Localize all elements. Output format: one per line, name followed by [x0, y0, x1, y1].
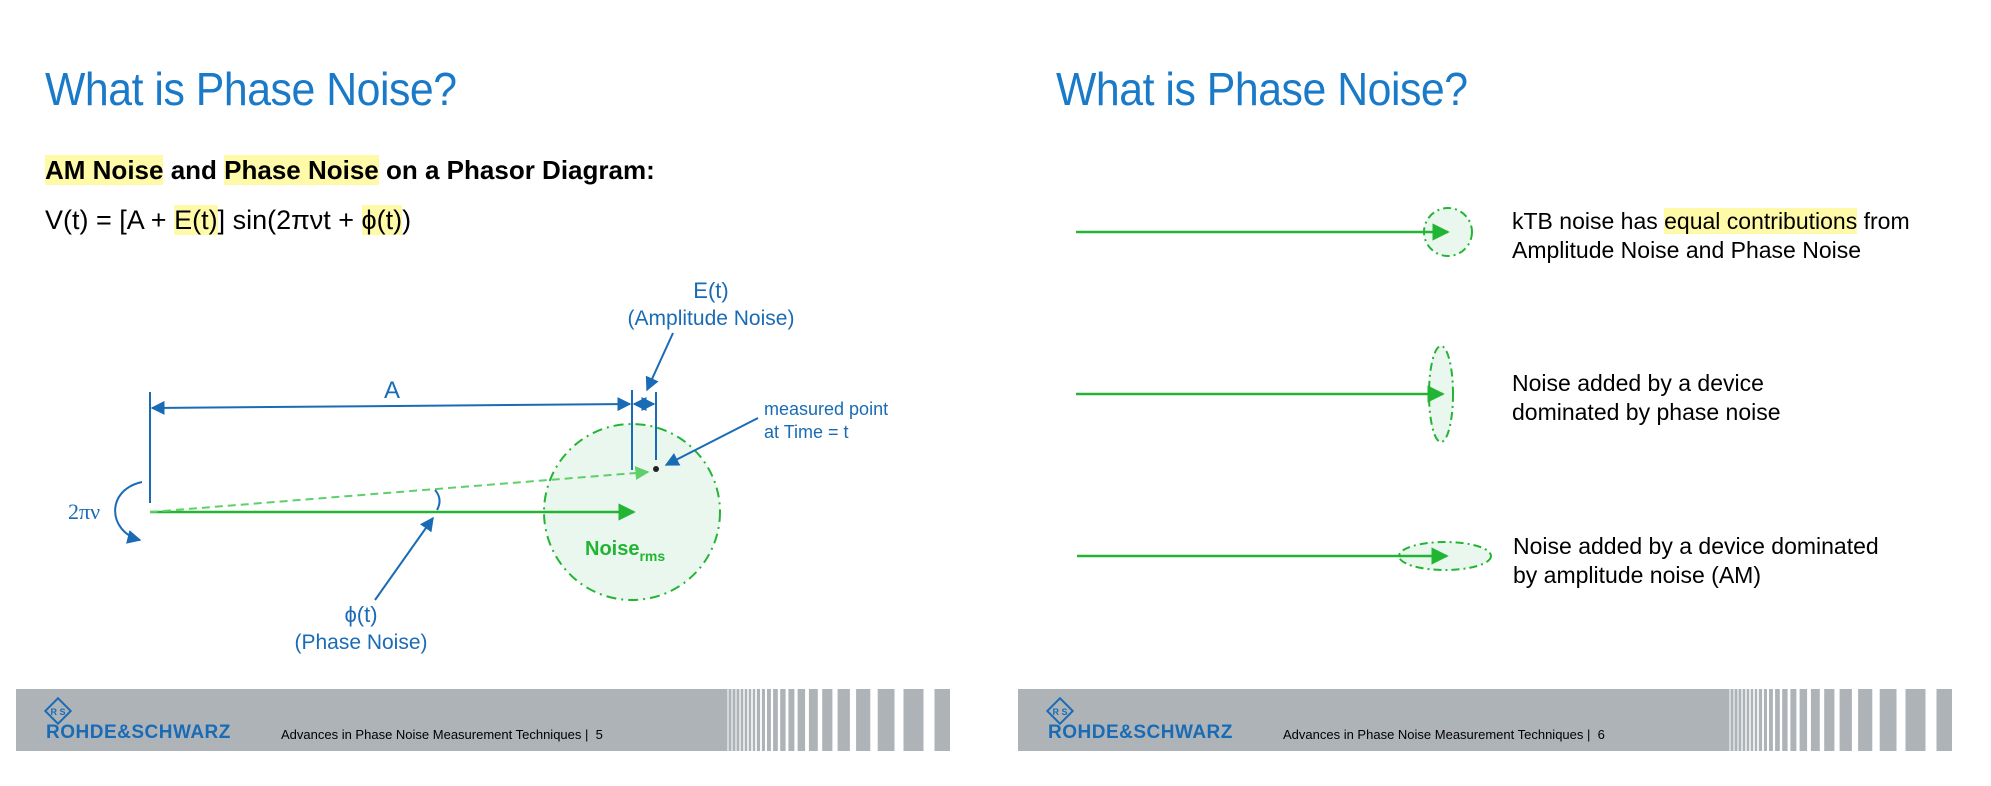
phase-noise-text: Noise added by a device dominated by pha… [1512, 369, 1781, 427]
slide-5: What is Phase Noise? AM Noise and Phase … [0, 0, 960, 786]
rotation-arrow [114, 481, 143, 544]
formula-part1: V(t) = [A + [45, 205, 175, 235]
svg-text:R S: R S [1052, 707, 1067, 717]
label-measured-point-1: measured point [764, 399, 888, 419]
footer-caption: Advances in Phase Noise Measurement Tech… [1283, 727, 1605, 742]
am-noise-highlight: AM Noise [45, 155, 164, 185]
svg-text:R S: R S [50, 707, 65, 717]
label-noise: Noise [585, 538, 639, 560]
slide-title: What is Phase Noise? [1056, 63, 1468, 115]
rs-logo-text: ROHDE&SCHWARZ [46, 722, 231, 743]
footer-stripes [1729, 689, 1962, 751]
label-noise-rms: Noiserms [585, 538, 665, 564]
ktb-line2: Amplitude Noise and Phase Noise [1512, 237, 1862, 263]
phase-angle-arc [434, 489, 441, 511]
am-noise-line1: Noise added by a device dominated [1513, 533, 1879, 559]
label-noise-sub: rms [639, 548, 665, 564]
label-phase-noise: (Phase Noise) [294, 631, 427, 654]
label-A: A [384, 377, 400, 404]
phi-leader-line [374, 516, 434, 601]
noise-ellipse-diagrams [1076, 207, 1492, 571]
label-phi: ϕ(t) [344, 602, 377, 627]
page-number: 5 [595, 727, 603, 742]
footer-caption: Advances in Phase Noise Measurement Tech… [281, 727, 603, 742]
am-noise-line2: by amplitude noise (AM) [1513, 562, 1761, 588]
phase-noise-line2: dominated by phase noise [1512, 399, 1781, 425]
phasor-diagram: A E(t) (Amplitude Noise) measured point … [68, 278, 888, 654]
ktb-noise-text: kTB noise has equal contributions from A… [1512, 207, 1910, 265]
ktb-line1-b: from [1857, 208, 1910, 234]
A-dimension-arrow [150, 397, 632, 415]
measured-point-leader-line [664, 417, 759, 466]
slide-footer: R S ROHDE&SCHWARZ Advances in Phase Nois… [1018, 689, 1962, 751]
rs-logo-icon: R S [1046, 697, 1074, 725]
footer-title: Advances in Phase Noise Measurement Tech… [1283, 727, 1591, 742]
subtitle-rest: on a Phasor Diagram: [378, 155, 655, 185]
formula-et: E(t) [174, 205, 218, 235]
subtitle-and: and [163, 155, 225, 185]
label-Et: E(t) [693, 278, 728, 303]
slide-footer: R S ROHDE&SCHWARZ Advances in Phase Nois… [16, 689, 960, 751]
phase-noise-highlight: Phase Noise [224, 155, 379, 185]
label-2pinu: 2πν [68, 499, 100, 524]
measured-point [653, 466, 659, 472]
phasor-noisy-line [149, 466, 650, 513]
formula-part3: ) [402, 205, 412, 235]
rs-logo-icon: R S [44, 697, 72, 725]
ktb-line1: kTB noise has equal contributions from [1512, 207, 1910, 236]
ktb-line1-a: kTB noise has [1512, 208, 1665, 234]
Et-leader-line [645, 332, 674, 392]
slide-subtitle: AM Noise and Phase Noise on a Phasor Dia… [45, 155, 655, 186]
equal-contributions-highlight: equal contributions [1664, 208, 1858, 234]
footer-stripes [727, 689, 960, 751]
footer-title: Advances in Phase Noise Measurement Tech… [281, 727, 589, 742]
label-measured-point-2: at Time = t [764, 422, 849, 442]
formula-part2: ] sin(2πνt + [217, 205, 362, 235]
page-number: 6 [1597, 727, 1605, 742]
formula-phi: ϕ(t) [361, 205, 403, 235]
slide-6: What is Phase Noise? kTB noise has equal… [1011, 0, 1971, 786]
rs-logo-text: ROHDE&SCHWARZ [1048, 722, 1233, 743]
formula: V(t) = [A + E(t)] sin(2πνt + ϕ(t)) [45, 205, 411, 236]
phase-noise-line1: Noise added by a device [1512, 370, 1764, 396]
slide-title: What is Phase Noise? [45, 63, 457, 115]
am-noise-text: Noise added by a device dominated by amp… [1513, 532, 1879, 590]
label-amplitude-noise: (Amplitude Noise) [628, 307, 795, 330]
